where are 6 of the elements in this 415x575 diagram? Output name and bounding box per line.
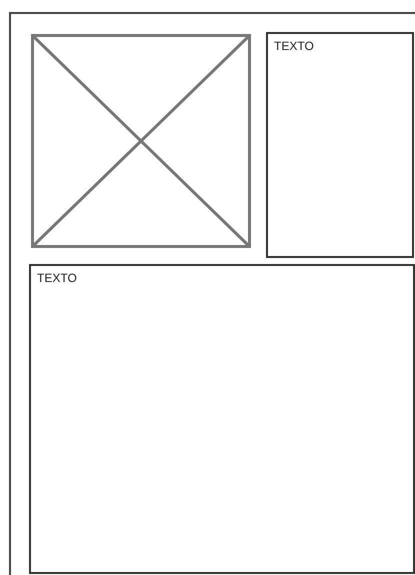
text-box	[266, 32, 414, 258]
page-frame	[9, 12, 415, 575]
placeholder-text: TEXTO	[274, 39, 314, 53]
placeholder-text: TEXTO	[37, 271, 77, 285]
text-box	[29, 264, 415, 574]
image-placeholder	[31, 34, 251, 248]
